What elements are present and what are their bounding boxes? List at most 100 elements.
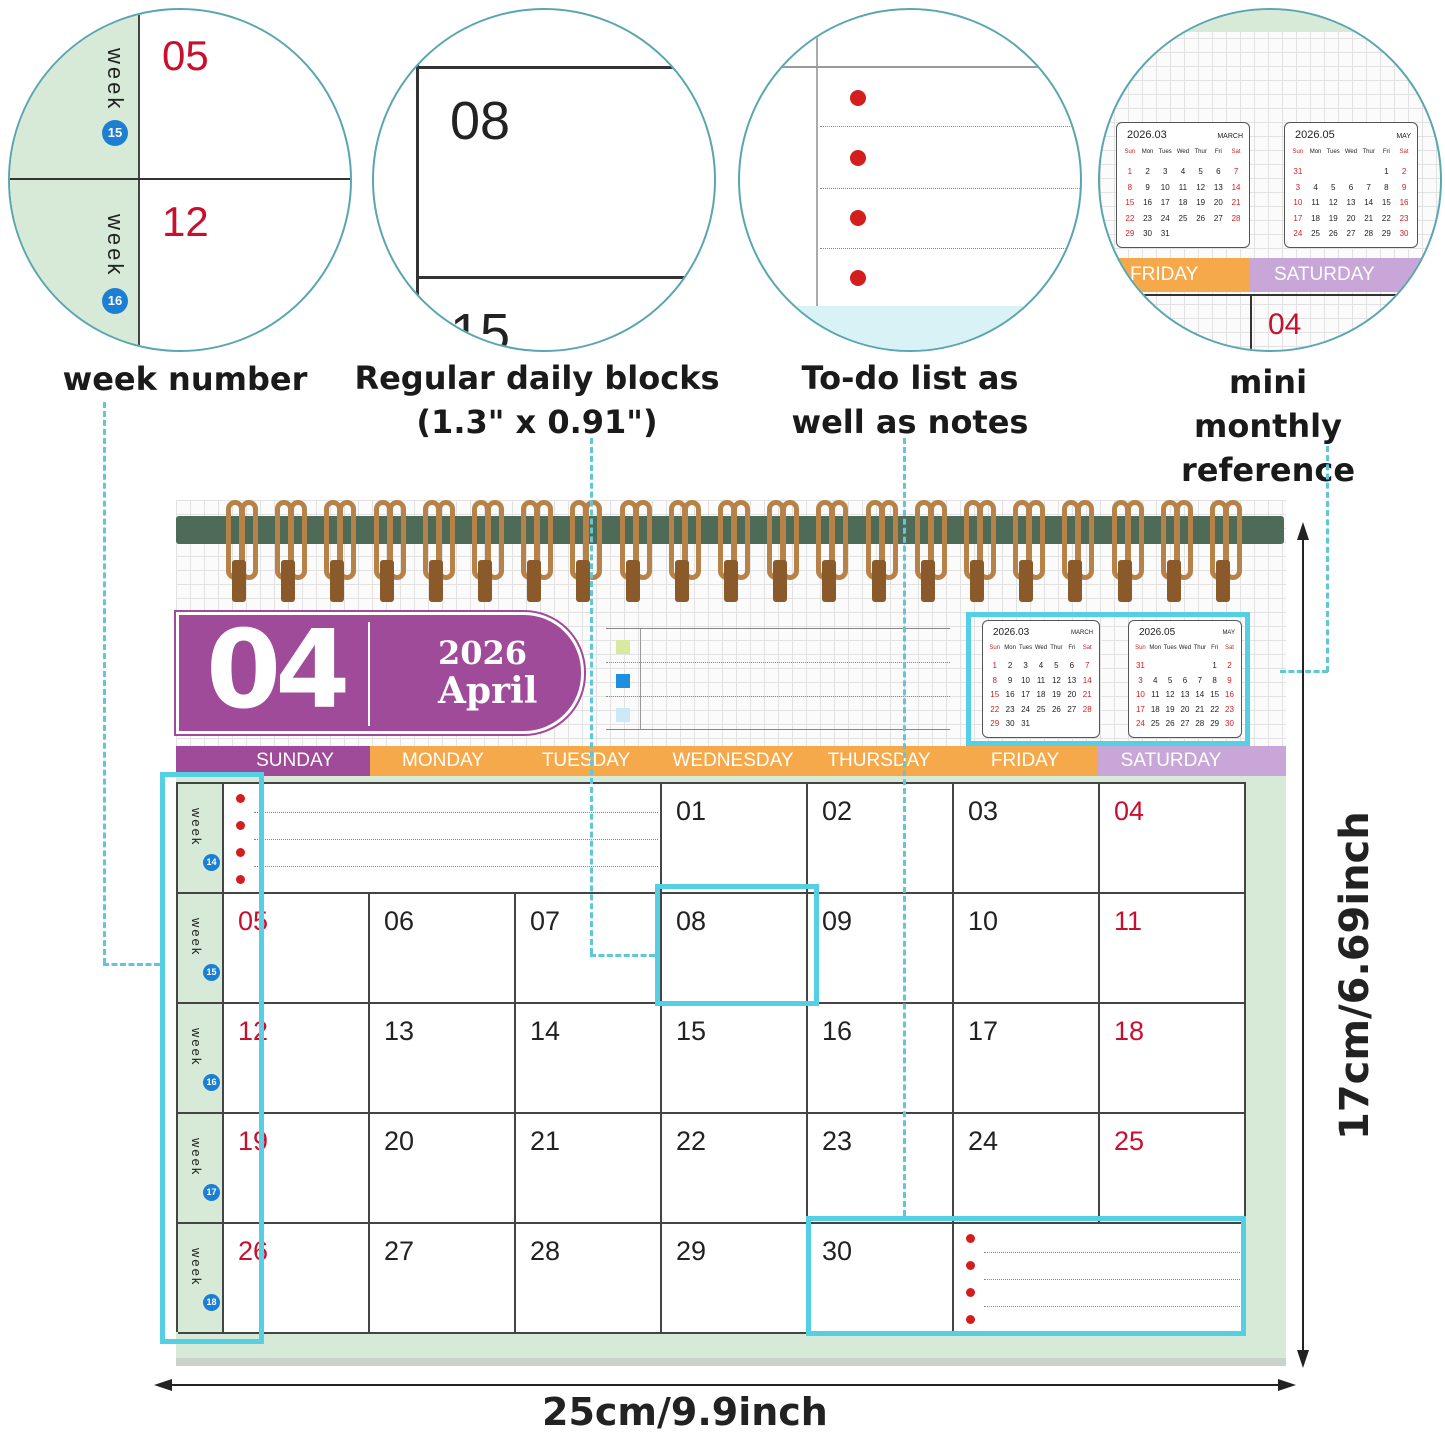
day-cell[interactable]: 17 <box>954 1004 1100 1114</box>
day-cell[interactable]: 07 <box>516 894 662 1004</box>
day-cell[interactable]: 22 <box>662 1114 808 1224</box>
todo-line <box>254 812 658 813</box>
mini-day: 11 <box>1151 690 1160 699</box>
mini-day: 31 <box>1135 661 1145 670</box>
mini-day: 2 <box>1401 167 1407 176</box>
connector-week <box>103 963 160 966</box>
caption-mini-monthly: mini monthly reference <box>1108 360 1428 492</box>
week-badge: 18 <box>203 1294 220 1311</box>
week-strip <box>10 10 140 350</box>
mini-day: 18 <box>1150 704 1160 714</box>
mini-day: 7 <box>1085 661 1090 670</box>
day-cell[interactable]: 13 <box>370 1004 516 1114</box>
mini-day: 24 <box>1021 704 1030 714</box>
day-cell[interactable]: 15 <box>662 1004 808 1114</box>
mini-day: 13 <box>1213 182 1223 192</box>
day-cell[interactable]: 12 <box>224 1004 370 1114</box>
mini-day: 8 <box>1384 182 1389 192</box>
day-cell[interactable]: 04 <box>1100 784 1246 894</box>
day-number: 28 <box>530 1236 561 1266</box>
day-cell[interactable]: 05 <box>224 894 370 1004</box>
day-cell[interactable]: 01 <box>662 784 808 894</box>
day-cell[interactable]: 24 <box>954 1114 1100 1224</box>
mini-weekday: Wed <box>1344 149 1358 155</box>
day-cell[interactable]: 06 <box>370 894 516 1004</box>
mini-day: 4 <box>1038 661 1044 670</box>
mini-day: 1 <box>1212 661 1217 670</box>
mini-day: 29 <box>1125 229 1135 238</box>
day-cell[interactable]: 20 <box>370 1114 516 1224</box>
day-cell[interactable]: 16 <box>808 1004 954 1114</box>
mini-day: 7 <box>1197 675 1203 685</box>
mini-day: 9 <box>1401 182 1407 192</box>
todo-bullet <box>966 1288 975 1297</box>
binding-ring-base <box>871 560 886 602</box>
binding-ring-base <box>625 560 640 602</box>
mini-day: 14 <box>1364 198 1374 207</box>
week-cell-18: week 18 <box>178 1224 224 1334</box>
mini-day: 21 <box>1195 704 1205 714</box>
mini-weekday: Fri <box>1068 645 1076 651</box>
mini-weekday: Sat <box>1399 149 1409 155</box>
day-number: 16 <box>822 1016 853 1046</box>
color-square-green <box>616 640 630 654</box>
banner-divider <box>368 622 370 726</box>
day-cell[interactable]: 14 <box>516 1004 662 1114</box>
day-cell[interactable]: 28 <box>516 1224 662 1334</box>
day-cell[interactable]: 11 <box>1100 894 1246 1004</box>
mini-day: 8 <box>1127 182 1133 192</box>
binding-ring <box>1224 500 1242 580</box>
mini-day <box>1344 167 1358 176</box>
day-number: 25 <box>1114 1126 1145 1156</box>
mini-day: 6 <box>1069 661 1075 670</box>
binding-ring-base <box>724 560 738 602</box>
weekday-tuesday: TUESDAY <box>541 750 631 771</box>
mini-day: 14 <box>1231 182 1241 192</box>
mini-weekday: Wed <box>1034 645 1048 651</box>
day-cell[interactable]: 23 <box>808 1114 954 1224</box>
todo-line <box>820 126 1080 127</box>
day-cell[interactable]: 08 <box>662 894 808 1004</box>
grid-line <box>416 276 714 279</box>
highlight-week-column <box>160 772 264 1344</box>
mini-weekday: Wed <box>1176 149 1190 155</box>
mini-day: 9 <box>1007 675 1013 685</box>
mini-day: 30 <box>1143 229 1152 238</box>
day-cell[interactable]: 27 <box>370 1224 516 1334</box>
day-cell[interactable]: 26 <box>224 1224 370 1334</box>
day-number: 12 <box>162 198 209 245</box>
mini-day: 25 <box>1150 719 1160 728</box>
day-cell[interactable]: 03 <box>954 784 1100 894</box>
day-cell[interactable]: 30 <box>808 1224 954 1334</box>
connector-daily <box>590 438 593 954</box>
mini-day: 16 <box>1143 198 1152 207</box>
mini-day: 18 <box>1178 198 1188 207</box>
day-cell[interactable]: 29 <box>662 1224 808 1334</box>
day-cell[interactable]: 18 <box>1100 1004 1246 1114</box>
day-number: 14 <box>530 1016 561 1046</box>
day-cell[interactable]: 19 <box>224 1114 370 1224</box>
day-cell[interactable]: 10 <box>954 894 1100 1004</box>
mini-month-name: MARCH <box>1217 133 1243 140</box>
row-divider <box>10 178 350 180</box>
day-cell[interactable]: 21 <box>516 1114 662 1224</box>
todo-bullet <box>850 210 866 226</box>
todo-bullet <box>850 90 866 106</box>
mini-day: 22 <box>1381 213 1391 223</box>
connector-mini <box>1326 446 1329 672</box>
day-number: 23 <box>822 1126 853 1156</box>
mini-day: 8 <box>992 675 997 685</box>
day-cell[interactable]: 25 <box>1100 1114 1246 1224</box>
mini-day: 23 <box>1399 213 1409 223</box>
notes-block-top <box>224 784 662 894</box>
day-cell[interactable]: 09 <box>808 894 954 1004</box>
binding-ring <box>781 500 800 580</box>
caption-line: well as notes <box>791 403 1029 441</box>
day-number: 22 <box>676 1126 707 1156</box>
mini-day: 27 <box>1346 229 1356 238</box>
day-cell[interactable]: 02 <box>808 784 954 894</box>
